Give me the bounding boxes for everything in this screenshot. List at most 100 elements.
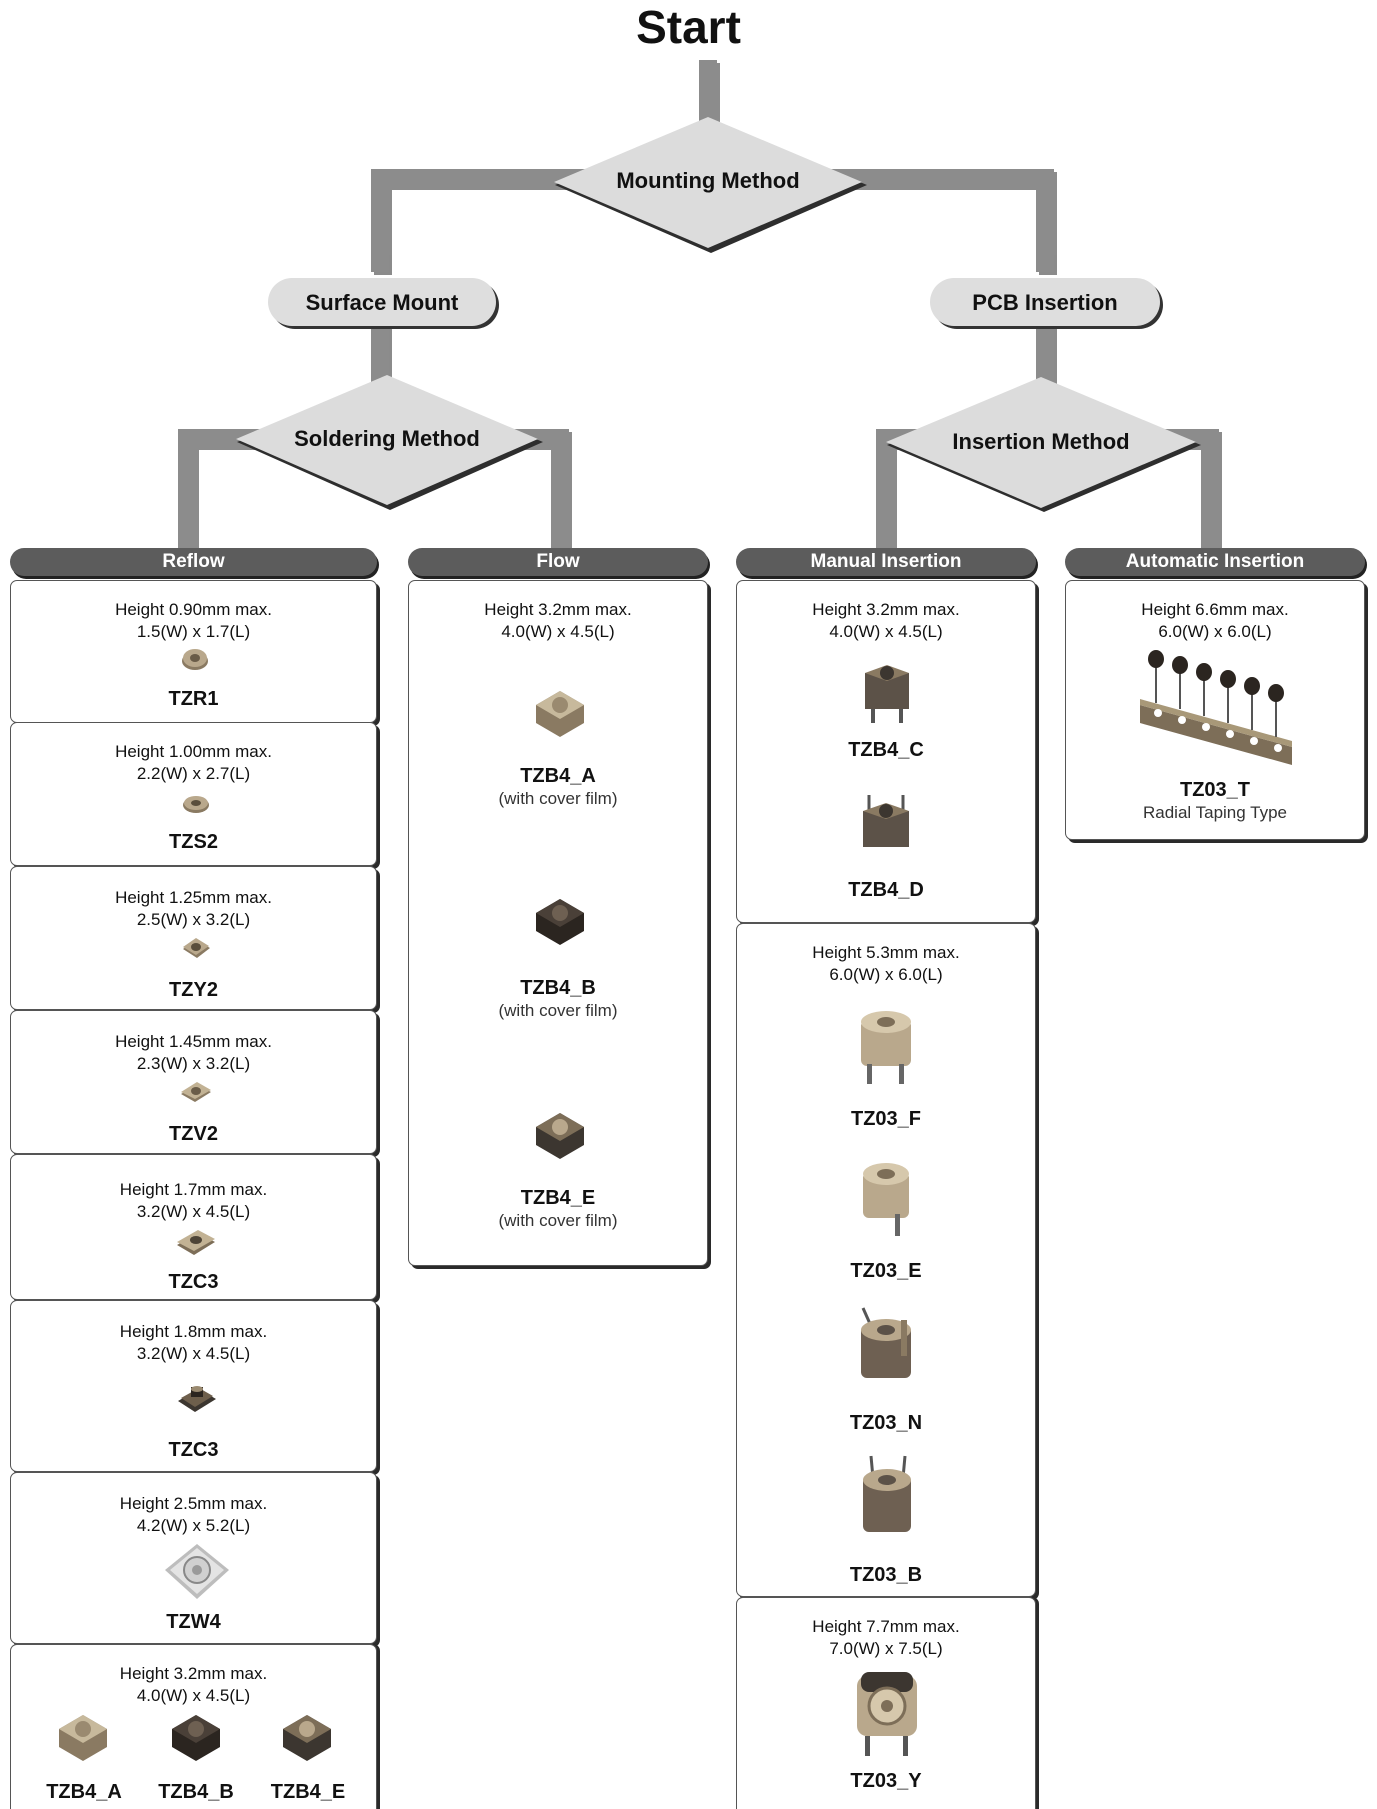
tzc3-part-image [177,1230,215,1255]
spec-height: Height 2.5mm max. [119,1494,268,1513]
tzr1-part-image [182,649,208,670]
model-note: (with cover film) [498,1211,618,1230]
reflow-group-5: Height 1.7mm max. 3.2(W) x 4.5(L) TZC3 [10,1154,377,1300]
tzb4-a-part-image [59,1715,107,1761]
reflow-group-4: Height 1.45mm max. 2.3(W) x 3.2(L) TZV2 [10,1010,377,1154]
model-note: Radial Taping Type [1143,803,1287,822]
model-name: TZB4_D [848,879,924,901]
model-name: TZ03_T [1179,779,1251,801]
spec-height: Height 3.2mm max. [119,1664,268,1683]
automatic-group-1: Height 6.6mm max. 6.0(W) x 6.0(L) TZ03_T… [1065,580,1365,840]
spec-size: 4.2(W) x 5.2(L) [136,1516,251,1535]
manual-group-1: Height 3.2mm max. 4.0(W) x 4.5(L) TZB4_C… [736,580,1036,923]
spec-size: 3.2(W) x 4.5(L) [136,1344,251,1363]
tz03-t-taping-image [1140,650,1292,765]
spec-size: 6.0(W) x 6.0(L) [1158,622,1272,641]
model-name-b: TZB4_B [158,1781,234,1803]
spec-size: 2.3(W) x 3.2(L) [136,1054,251,1073]
model-name: TZR1 [168,688,219,710]
tzb4-a-part-image [536,691,584,737]
model-name: TZY2 [169,979,218,1001]
model-note: (with cover film) [498,789,618,808]
tzb4-d-part-image [863,795,909,847]
manual-insertion-header: Manual Insertion [736,548,1036,576]
pcb-insertion-node: PCB Insertion [930,278,1160,326]
mounting-decision-shape [554,117,862,248]
spec-size: 2.2(W) x 2.7(L) [136,764,251,783]
spec-size: 1.5(W) x 1.7(L) [136,622,251,641]
spec-height: Height 1.00mm max. [115,742,272,761]
reflow-group-3: Height 1.25mm max. 2.5(W) x 3.2(L) TZY2 [10,866,377,1010]
spec-height: Height 1.8mm max. [119,1322,268,1341]
spec-size: 7.0(W) x 7.5(L) [829,1639,943,1658]
automatic-insertion-header: Automatic Insertion [1065,548,1365,576]
reflow-group-6: Height 1.8mm max. 3.2(W) x 4.5(L) TZC3 [10,1300,377,1472]
insertion-decision-shape [886,377,1196,508]
reflow-group-7: Height 2.5mm max. 4.2(W) x 5.2(L) TZW4 [10,1472,377,1644]
reflow-group-8: Height 3.2mm max. 4.0(W) x 4.5(L) TZB4_A… [10,1644,377,1809]
model-name: TZV2 [169,1123,218,1145]
soldering-decision-shape [236,375,538,505]
model-name: TZW4 [166,1611,221,1633]
tzb4-e-part-image [536,1113,584,1159]
manual-group-3: Height 7.7mm max. 7.0(W) x 7.5(L) TZ03_Y [736,1597,1036,1809]
tzb4-c-part-image [865,665,909,723]
start-title: Start [636,1,741,53]
reflow-group-1: Height 0.90mm max. 1.5(W) x 1.7(L) TZR1 [10,580,377,723]
pcb-insertion-label: PCB Insertion [972,290,1118,315]
spec-height: Height 5.3mm max. [812,943,960,962]
model-note: (with cover film) [498,1001,618,1020]
model-name-e: TZB4_E [270,1781,346,1803]
spec-size: 4.0(W) x 4.5(L) [136,1686,251,1705]
tzv2-part-image [181,1082,211,1102]
model-name-a: TZB4_A [46,1781,122,1803]
model-name: TZB4_E [520,1187,596,1209]
model-name: TZC3 [168,1439,219,1461]
tzb4-b-part-image [536,899,584,945]
model-name: TZ03_F [850,1108,922,1130]
spec-height: Height 3.2mm max. [484,600,632,619]
manual-group-2: Height 5.3mm max. 6.0(W) x 6.0(L) TZ03_F… [736,923,1036,1597]
flow-group-1: Height 3.2mm max. 4.0(W) x 4.5(L) TZB4_A… [408,580,708,1266]
surface-mount-label: Surface Mount [305,290,459,315]
spec-height: Height 6.6mm max. [1141,600,1289,619]
model-name: TZ03_N [849,1412,923,1434]
model-name: TZB4_B [520,977,596,999]
surface-mount-node: Surface Mount [268,278,496,326]
insertion-method-label: Insertion Method [952,429,1130,454]
reflow-group-2: Height 1.00mm max. 2.2(W) x 2.7(L) TZS2 [10,722,377,866]
tzc3-dark-part-image [178,1386,216,1412]
flow-header: Flow [408,548,708,576]
tzw4-part-image [165,1544,229,1599]
soldering-method-label: Soldering Method [294,426,480,451]
model-name: TZ03_E [850,1260,922,1282]
spec-size: 4.0(W) x 4.5(L) [829,622,943,641]
model-name: TZS2 [169,831,218,853]
tz03-f-part-image [861,1011,911,1084]
spec-height: Height 1.7mm max. [119,1180,268,1199]
spec-size: 4.0(W) x 4.5(L) [501,622,615,641]
spec-height: Height 1.45mm max. [115,1032,272,1051]
spec-height: Height 0.90mm max. [115,600,272,619]
tz03-b-part-image [863,1455,911,1532]
model-name: TZB4_C [848,739,924,761]
spec-height: Height 3.2mm max. [812,600,960,619]
spec-height: Height 1.25mm max. [115,888,272,907]
model-name: TZ03_B [849,1564,923,1586]
reflow-header: Reflow [10,548,377,576]
tz03-e-part-image [863,1163,909,1236]
model-name: TZ03_Y [850,1770,922,1792]
spec-size: 2.5(W) x 3.2(L) [136,910,251,929]
model-name: TZB4_A [520,765,596,787]
tzy2-part-image [183,938,210,958]
tzb4-e-part-image [283,1715,331,1761]
spec-size: 3.2(W) x 4.5(L) [136,1202,251,1221]
model-name: TZC3 [168,1271,219,1293]
spec-height: Height 7.7mm max. [812,1617,960,1636]
tz03-n-part-image [861,1307,911,1378]
mounting-method-label: Mounting Method [616,168,800,193]
tzb4-b-part-image [172,1715,220,1761]
spec-size: 6.0(W) x 6.0(L) [829,965,943,984]
